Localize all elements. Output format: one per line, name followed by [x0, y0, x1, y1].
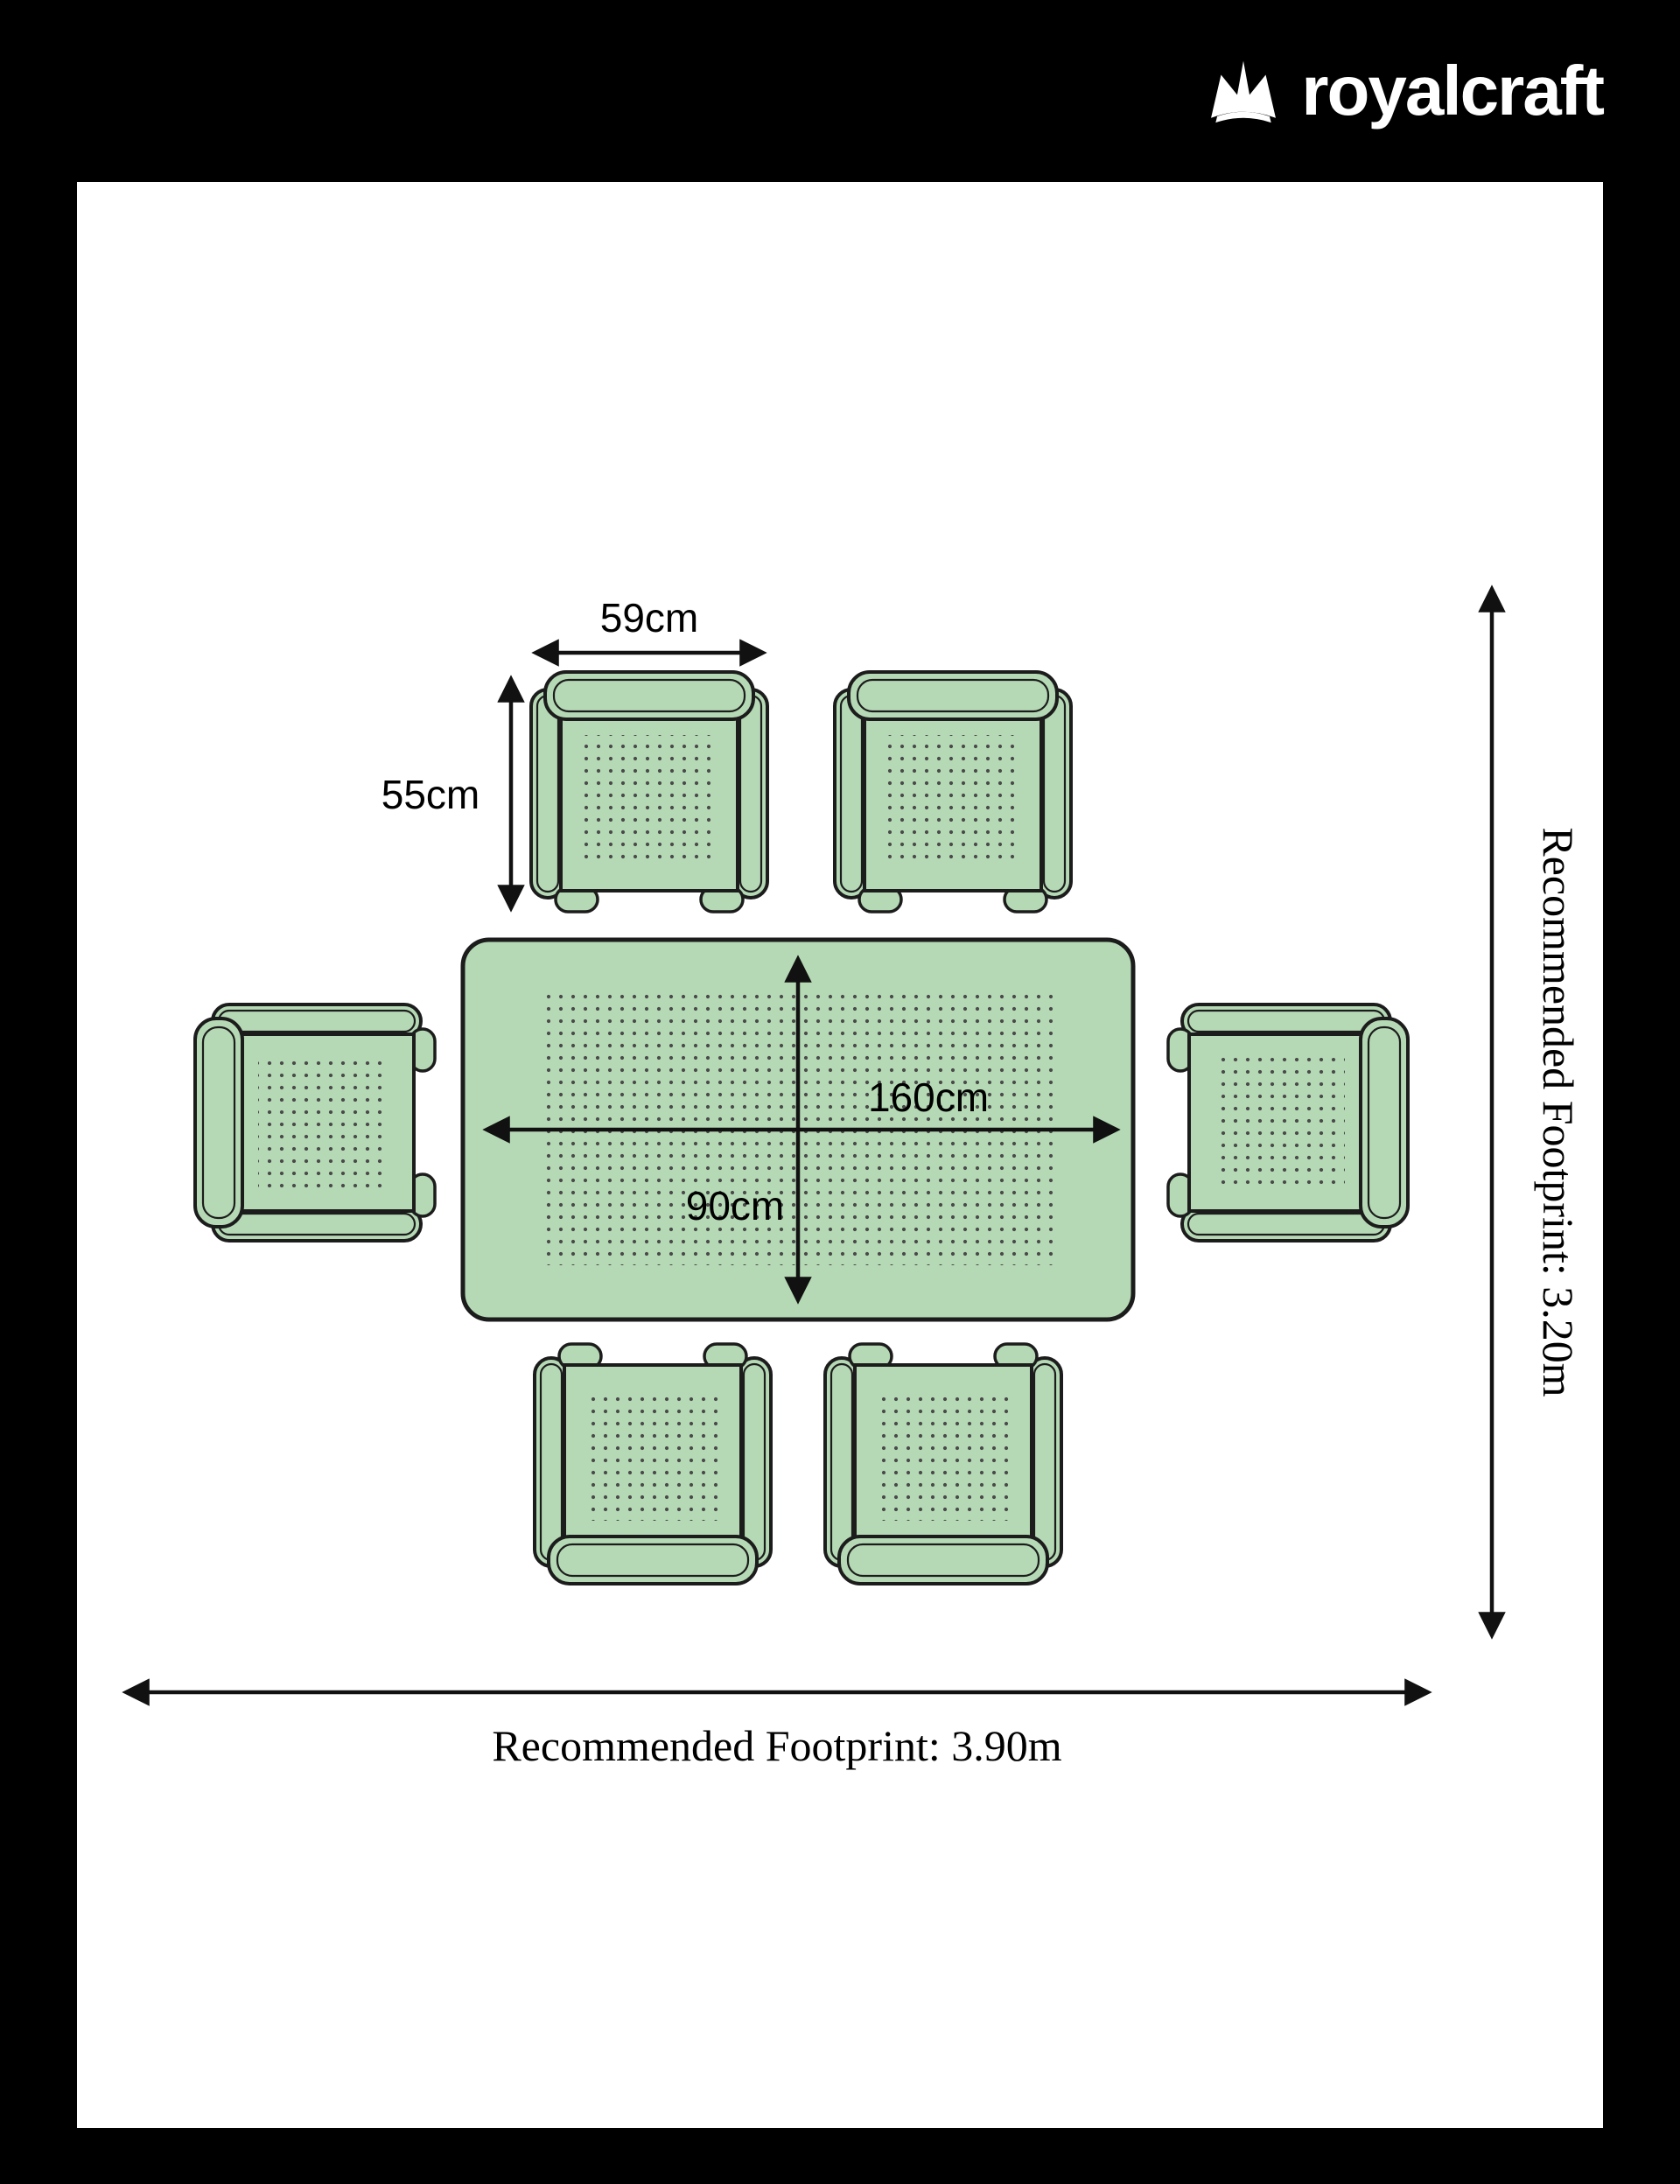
footprint-horizontal-label: Recommended Footprint: 3.90m [492, 1721, 1061, 1770]
logo-text: royalcraft [1301, 52, 1605, 130]
chair-right [1166, 1003, 1410, 1242]
footprint-vertical-label: Recommended Footprint: 3.20m [1534, 827, 1583, 1396]
table-length-label: 160cm [868, 1074, 989, 1120]
chair-top-right [833, 670, 1073, 914]
table-width-label: 90cm [686, 1183, 784, 1228]
header-bar: royalcraft [0, 0, 1680, 182]
chair-bottom-right [823, 1342, 1063, 1586]
chair-width-label: 59cm [600, 595, 698, 640]
crown-icon [1205, 56, 1282, 126]
chair-top-left [529, 670, 769, 914]
chair-bottom-left [533, 1342, 773, 1586]
diagram-canvas: 59cm 55cm 160cm 90cm Recommended Footpri… [77, 182, 1603, 2128]
chair-left [193, 1003, 437, 1242]
chair-depth-label: 55cm [382, 772, 480, 817]
dimension-diagram: 59cm 55cm 160cm 90cm Recommended Footpri… [122, 584, 1583, 1770]
